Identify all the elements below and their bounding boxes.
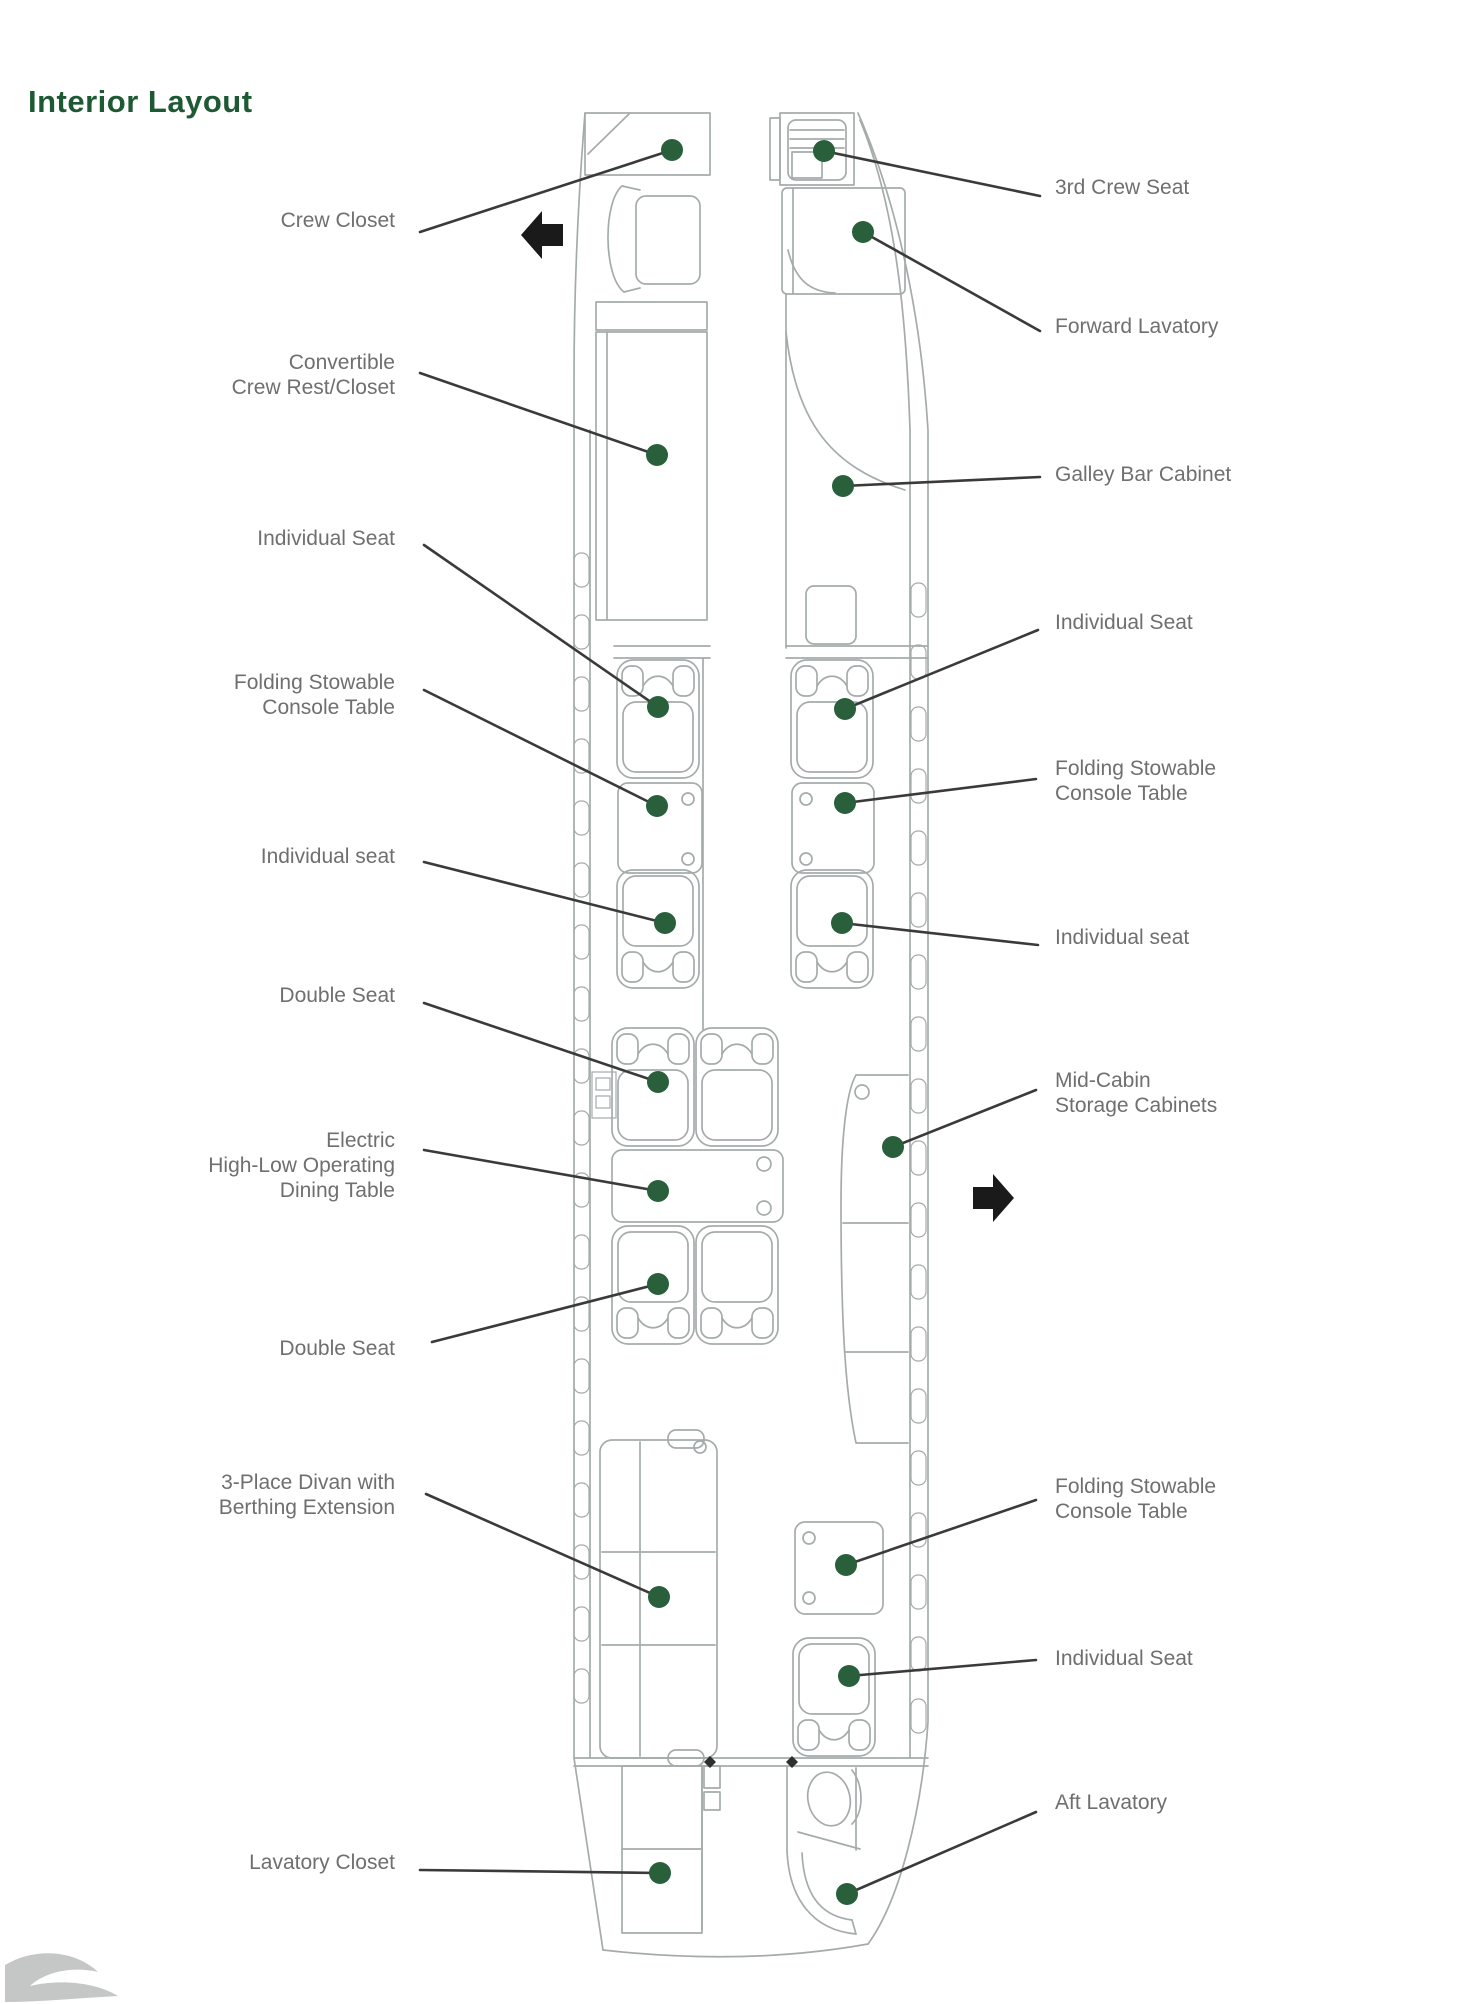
callout-marker [654,912,676,934]
callout-marker [832,475,854,497]
callout-marker [813,140,835,162]
crew-rest-closet-shape [595,301,708,621]
callout-marker [646,795,668,817]
galley-shape [785,331,906,645]
lavatory-closet-shape [621,1765,721,1934]
callout-marker [647,1273,669,1295]
callout-marker [647,1071,669,1093]
callout-dining-table: Electric High-Low Operating Dining Table [208,1129,395,1202]
callout-folding-console-table-right-fwd: Folding Stowable Console Table [1055,757,1217,805]
cockpit-seat-shape [607,185,701,293]
callout-markers [646,139,904,1905]
bulkhead-ticks [704,1756,798,1768]
callout-marker [648,1586,670,1608]
individual-seat-fwd-left-shape [616,659,700,779]
third-crew-seat-shape [769,112,855,186]
forward-lavatory-shape [781,187,906,295]
aft-direction-arrow-icon [973,1174,1014,1222]
callout-convertible-crew-rest-closet: Convertible Crew Rest/Closet [231,351,395,399]
callout-marker [836,1883,858,1905]
individual-seat-mid-right-shape [790,869,874,989]
individual-seat-aft-right-shape [792,1637,876,1757]
callout-double-seat-aft: Double Seat [279,1337,395,1360]
callout-folding-console-table-right-aft: Folding Stowable Console Table [1055,1475,1217,1523]
callout-individual-seat-fwd-right: Individual Seat [1055,611,1193,634]
callout-marker [852,221,874,243]
cabin-windows-right [910,582,927,1734]
watermark-graphic [5,1953,118,2002]
callout-marker [649,1862,671,1884]
callout-marker [831,912,853,934]
leader-lines [418,148,1042,1896]
console-table-right-aft-shape [794,1521,884,1615]
callout-three-place-divan: 3-Place Divan with Berthing Extension [218,1471,395,1519]
callout-double-seat-fwd: Double Seat [279,984,395,1007]
callout-third-crew-seat: 3rd Crew Seat [1055,176,1190,199]
crew-closet-shape [584,112,711,176]
individual-seat-fwd-right-shape [790,659,874,779]
callout-individual-seat-fwd-left: Individual Seat [257,527,395,550]
callout-aft-lavatory: Aft Lavatory [1055,1791,1168,1814]
console-table-right-fwd-shape [791,782,875,874]
double-seat-fwd-shape [611,1027,779,1147]
forward-direction-arrow-icon [521,211,563,259]
callout-lavatory-closet: Lavatory Closet [249,1851,395,1874]
callout-individual-seat-aft-right: Individual Seat [1055,1647,1193,1670]
callout-marker [834,698,856,720]
callout-mid-cabin-storage: Mid-Cabin Storage Cabinets [1055,1069,1218,1117]
mid-cabin-storage-shape [840,1074,909,1444]
callout-galley-bar-cabinet: Galley Bar Cabinet [1055,463,1232,486]
callout-crew-closet: Crew Closet [280,209,395,232]
callout-folding-console-table-left: Folding Stowable Console Table [233,671,395,719]
console-table-left-shape [617,782,703,874]
divan-shape [599,1429,718,1767]
double-seat-aft-shape [611,1225,779,1345]
aft-lavatory-shape [786,1767,862,1935]
callout-marker [882,1136,904,1158]
callout-marker [661,139,683,161]
callout-marker [835,1554,857,1576]
fuselage-outline [573,112,929,1958]
callout-marker [647,1180,669,1202]
dining-table-shape [611,1149,784,1223]
callout-individual-seat-mid-left: Individual seat [260,845,395,868]
cabin-windows-left [573,552,590,1704]
callout-marker [647,696,669,718]
callout-forward-lavatory: Forward Lavatory [1055,315,1219,338]
callout-marker [646,444,668,466]
callout-marker [834,792,856,814]
callout-marker [838,1665,860,1687]
callout-individual-seat-mid-right: Individual seat [1055,926,1190,949]
sidewall-ledge-shape [591,1071,617,1119]
page-title: Interior Layout [28,84,253,119]
